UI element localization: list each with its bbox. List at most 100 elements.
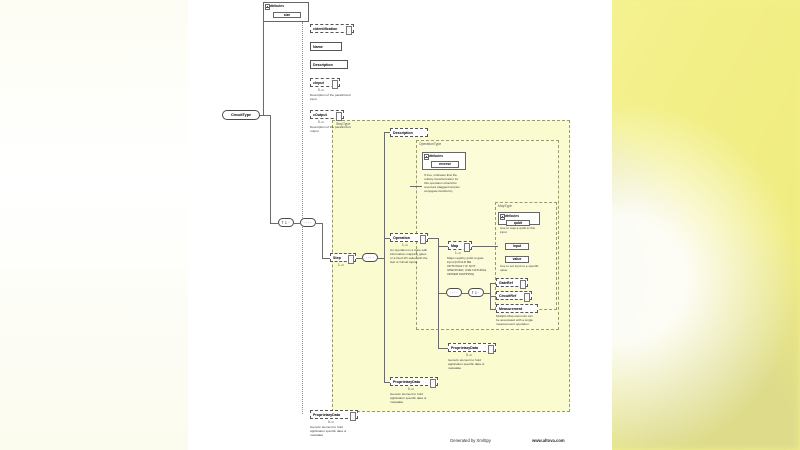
cinput-cardinality: 0..∞ bbox=[318, 88, 324, 92]
attributes-header-label: attributes bbox=[269, 4, 285, 8]
element-circuit-proprietarydata[interactable]: ProprietaryData bbox=[310, 410, 358, 421]
attribute-input[interactable]: input bbox=[505, 243, 529, 250]
element-description[interactable]: Description bbox=[310, 60, 348, 69]
element-cinput-label: cInput bbox=[313, 80, 324, 85]
choice-to-seq-line bbox=[294, 223, 300, 224]
element-name[interactable]: Name bbox=[310, 42, 342, 51]
circuit-proprietarydata-label: ProprietaryData bbox=[313, 412, 340, 417]
step-type-frame-label: StepType bbox=[336, 122, 351, 126]
operation-annotation: An operation is a Gate with information … bbox=[390, 248, 428, 264]
expand-box-icon[interactable] bbox=[350, 412, 356, 421]
element-coutput[interactable]: cOutput bbox=[310, 110, 344, 121]
element-step[interactable]: Step bbox=[330, 253, 356, 264]
refs-to-measurement bbox=[490, 309, 496, 310]
element-cidentification-label: cIdentification bbox=[313, 26, 338, 31]
element-map[interactable]: Map bbox=[448, 241, 472, 252]
element-description-label: Description bbox=[313, 62, 333, 67]
expand-box-icon[interactable] bbox=[430, 379, 436, 388]
expand-box-icon[interactable] bbox=[464, 243, 470, 252]
choice-link-line bbox=[462, 293, 468, 294]
operation-attributes-box: attributes reverse bbox=[422, 152, 466, 170]
coutput-cardinality: 0..∞ bbox=[318, 120, 324, 124]
steptype-proprietarydata-annotation: Generic element to hold application spec… bbox=[390, 392, 427, 404]
schema-document-page: StepType OperationType MapType attribute… bbox=[188, 0, 612, 450]
map-annotation: Maps registry qubit to gate input [COULD… bbox=[447, 256, 487, 276]
element-name-label: Name bbox=[313, 44, 323, 49]
expand-icon[interactable] bbox=[424, 154, 430, 160]
map-attributes-box: attributes qubit bbox=[498, 212, 540, 226]
expand-box-icon[interactable] bbox=[348, 255, 354, 264]
root-circuit-type[interactable]: CircuitType bbox=[222, 110, 260, 120]
attribute-qubit[interactable]: qubit bbox=[506, 219, 530, 226]
steptype-description[interactable]: Description bbox=[390, 128, 428, 137]
circuit-choice-connector[interactable]: ⸮1· bbox=[278, 218, 294, 227]
steptype-description-label: Description bbox=[393, 130, 413, 135]
refs-choice-connector[interactable]: ⸮1· bbox=[468, 288, 484, 297]
map-to-maptype-line bbox=[472, 246, 498, 247]
element-steptype-proprietarydata[interactable]: ProprietaryData bbox=[390, 377, 438, 388]
map-attributes-header-label: attributes bbox=[504, 214, 520, 218]
cinput-annotation: Description of the parallcircuit input bbox=[310, 93, 351, 101]
expand-box-icon[interactable] bbox=[346, 26, 352, 35]
seq-down-to-step bbox=[322, 223, 323, 258]
expand-box-icon[interactable] bbox=[420, 235, 426, 244]
circuit-proprietarydata-annotation: Generic element to hold application spec… bbox=[310, 425, 347, 437]
operation-cardinality: 1..∞ bbox=[402, 243, 408, 247]
element-map-label: Map bbox=[451, 243, 459, 248]
schema-diagram-canvas: StepType OperationType MapType attribute… bbox=[188, 0, 612, 450]
element-gateref-label: GateRef bbox=[499, 280, 513, 285]
qubit-annotation: Use to map a qubit to this input bbox=[500, 226, 536, 234]
root-out-line bbox=[260, 115, 270, 116]
step-children-spine bbox=[384, 132, 385, 382]
attribute-size[interactable]: size bbox=[273, 11, 301, 18]
operation-type-frame-label: OperationType bbox=[419, 142, 442, 146]
vendor-url[interactable]: www.altova.com bbox=[532, 438, 565, 443]
refs-choice-out bbox=[484, 293, 490, 294]
operation-proprietarydata-label: ProprietaryData bbox=[451, 345, 478, 350]
element-measurement-label: Measurement bbox=[499, 306, 523, 311]
step-cardinality: 1..∞ bbox=[338, 263, 344, 267]
map-attributes-header: attributes bbox=[499, 213, 539, 220]
circuit-attributes-box: attributes size bbox=[263, 2, 309, 22]
seq-out-line bbox=[316, 223, 322, 224]
element-measurement[interactable]: Measurement bbox=[496, 304, 538, 313]
element-step-label: Step bbox=[333, 255, 341, 260]
element-operation-label: Operation bbox=[393, 235, 410, 240]
attributes-connector-v bbox=[263, 12, 264, 115]
operation-out-line bbox=[428, 238, 438, 239]
operationtype-attr-line bbox=[410, 186, 422, 187]
operation-to-map-line bbox=[438, 246, 448, 247]
element-circuitref[interactable]: CircuitRef bbox=[496, 291, 532, 302]
expand-box-icon[interactable] bbox=[524, 293, 530, 302]
expand-box-icon[interactable] bbox=[520, 280, 526, 289]
expand-box-icon[interactable] bbox=[332, 80, 338, 89]
element-cinput[interactable]: cInput bbox=[310, 78, 340, 89]
step-to-description-line bbox=[384, 132, 390, 133]
circuit-sequence-connector[interactable]: ···· bbox=[300, 218, 316, 227]
operation-choice-sequence[interactable]: ···· bbox=[446, 288, 462, 297]
coutput-annotation: Description of the parallcircuit output bbox=[310, 125, 351, 133]
expand-box-icon[interactable] bbox=[488, 345, 494, 354]
operation-to-choice-line bbox=[438, 293, 446, 294]
step-to-proprietary-line bbox=[384, 382, 390, 383]
measurement-annotation: Multiple Map elements can be associated … bbox=[496, 314, 533, 326]
generator-note: Generated by XmlSpy bbox=[450, 438, 491, 443]
attribute-reverse[interactable]: reverse bbox=[431, 161, 459, 168]
expand-box-icon[interactable] bbox=[336, 112, 342, 121]
operation-proprietarydata-cardinality: 0..∞ bbox=[466, 353, 472, 357]
element-cidentification[interactable]: cIdentification bbox=[310, 24, 354, 35]
expand-icon[interactable] bbox=[500, 214, 506, 220]
root-to-choice-line bbox=[270, 223, 278, 224]
element-operation-proprietarydata[interactable]: ProprietaryData bbox=[448, 343, 496, 354]
step-out-line bbox=[356, 258, 362, 259]
operation-attributes-header-label: attributes bbox=[428, 154, 444, 158]
circuit-proprietarydata-cardinality: 0..∞ bbox=[328, 420, 334, 424]
element-operation[interactable]: Operation bbox=[390, 233, 428, 244]
expand-icon[interactable] bbox=[265, 4, 271, 10]
steptype-proprietarydata-label: ProprietaryData bbox=[393, 379, 420, 384]
element-gateref[interactable]: GateRef bbox=[496, 278, 528, 289]
operation-proprietarydata-annotation: Generic element to hold application spec… bbox=[448, 358, 485, 370]
attribute-value[interactable]: value bbox=[505, 256, 529, 263]
step-sequence-connector[interactable]: ···· bbox=[362, 253, 378, 262]
